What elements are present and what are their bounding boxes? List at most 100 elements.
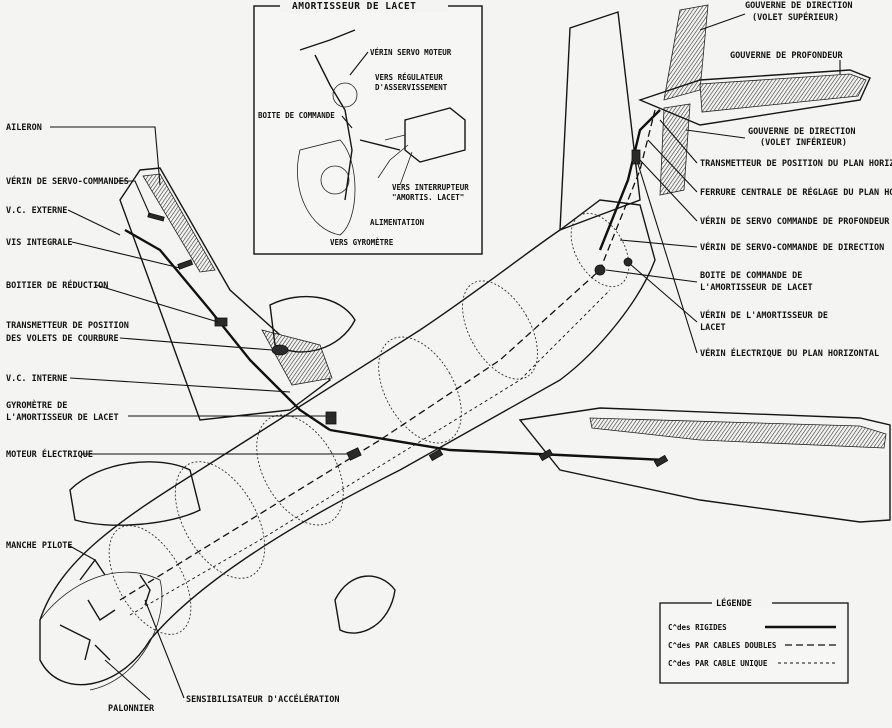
label-accel-sensor: SENSIBILISATEUR D'ACCÉLÉRATION [186,693,340,705]
inset-label-servo-motor: VÉRIN SERVO MOTEUR [370,48,452,57]
lead-accel-sensor [144,599,185,699]
left-wing [119,167,332,421]
frame-5 [462,280,538,380]
inset-title: AMORTISSEUR DE LACET [292,1,416,12]
label-yaw-jack-1: VÉRIN DE L'AMORTISSEUR DE [700,309,828,321]
inset-label-gyro: VERS GYROMÈTRE [330,238,394,247]
label-gyrometer-1: GYROMÈTRE DE [6,399,67,411]
label-flap-transmitter-1: TRANSMETTEUR DE POSITION [6,321,129,331]
inset-label-regulator-2: D'ASSERVISSEMENT [375,83,448,92]
label-vc-internal: V.C. INTERNE [6,374,67,384]
rudder-pedals [59,624,111,661]
stab-actuator [631,149,641,165]
lead-upper-rudder [699,13,746,31]
accel-sensor [139,574,151,606]
lead-stab-fitting [647,139,698,193]
electric-motor [346,447,362,461]
belly-fairing [334,575,396,634]
label-stab-transmitter: TRANSMETTEUR DE POSITION DU PLAN HORIZON… [700,159,892,169]
label-elevator: GOUVERNE DE PROFONDEUR [730,51,843,61]
lead-stab-actuator [637,163,698,354]
label-yaw-jack-2: LACET [700,323,726,333]
servo-actuator-b [538,448,554,462]
aileron-actuator [147,212,165,222]
inset-label-regulator-1: VERS RÉGULATEUR [375,73,443,82]
lead-screw [71,241,181,269]
lead-stab-transmitter [659,119,698,164]
control-column [79,558,116,621]
elevator [699,73,867,113]
label-rudder-pedals: PALONNIER [108,704,155,714]
flap-transmitter [271,344,289,356]
inset-cable [344,109,401,201]
fuselage [39,199,656,686]
lead-lower-rudder [685,129,746,139]
inset-lead-servo-motor [349,51,369,76]
legend-item-double: C^des PAR CABLES DOUBLES [668,641,777,650]
label-upper-rudder-2: (VOLET SUPÉRIEUR) [752,11,839,23]
servo-actuator-a [428,448,444,462]
nose-cone [39,571,163,691]
label-elevator-servo: VÉRIN DE SERVO COMMANDE DE PROFONDEUR [700,215,890,227]
gyrometer [325,411,337,425]
inset-frame [253,5,483,255]
lower-rudder [659,103,691,196]
yaw-damper-inset: AMORTISSEUR DE LACET VÉRIN SERVO MOTEUR … [253,0,483,255]
servo-actuator-c [653,454,669,468]
inset-lead-control-box [341,115,353,129]
yaw-damper-box [594,264,606,276]
right-labels: GOUVERNE DE DIRECTION (VOLET SUPÉRIEUR) … [605,1,892,359]
inset-label-switch-1: VERS INTERRUPTEUR [392,183,469,192]
lead-vc-external [67,209,121,236]
label-yaw-box-1: BOITE DE COMMANDE DE [700,271,802,281]
lead-yaw-jack [629,263,698,323]
legend-box [659,602,849,684]
frame-6 [570,212,630,288]
label-stab-fitting: FERRURE CENTRALE DE RÉGLAGE DU PLAN HORI… [700,186,892,198]
upper-engine-nacelle [269,295,356,353]
legend: LÉGENDE C^des RIGIDES C^des PAR CABLES D… [659,596,849,684]
frame-3 [256,414,344,526]
inset-label-switch-2: "AMORTIS. LACET" [392,193,464,202]
label-control-column: MANCHE PILOTE [6,541,73,551]
legend-item-single: C^des PAR CABLE UNIQUE [668,659,768,668]
legend-title: LÉGENDE [716,597,752,609]
screw-jack [177,259,194,270]
inset-pulley-mid [320,165,350,195]
left-labels: AILERON VÉRIN DE SERVO-COMMANDES V.C. EX… [6,123,348,561]
label-electric-motor: MOTEUR ÉLECTRIQUE [6,448,93,460]
right-wing [518,407,891,523]
frame-4 [378,336,462,444]
lower-engine-nacelle [69,461,201,526]
right-aileron [589,417,887,449]
inset-control-box [404,107,466,163]
label-flap-transmitter-2: DES VOLETS DE COURBURE [6,334,119,344]
lead-reduction-box [95,284,219,323]
frame-2 [174,461,266,579]
label-reduction-box: BOITIER DE RÉDUCTION [6,279,108,291]
lead-rudder-pedals [104,659,151,701]
inset-wires [377,134,413,186]
frame-1 [108,525,192,635]
lead-servo-actuator [118,180,151,216]
rigid-tail-run [598,109,661,251]
label-upper-rudder-1: GOUVERNE DE DIRECTION [745,1,852,11]
label-lower-rudder-1: GOUVERNE DE DIRECTION [748,127,855,137]
cable-single-main [129,289,611,616]
inset-title-bg [280,0,448,12]
inset-servo-linkage [299,29,356,111]
label-gyrometer-2: L'AMORTISSEUR DE LACET [6,413,119,423]
label-aileron: AILERON [6,123,42,133]
legend-title-bg [712,596,772,608]
lead-vc-internal [69,377,291,393]
bottom-labels: PALONNIER SENSIBILISATEUR D'ACCÉLÉRATION [104,599,340,714]
left-flap [261,329,333,386]
rigid-rightwing-run [329,428,666,462]
upper-rudder [663,4,709,101]
inset-pulley-top [332,82,358,108]
horizontal-stabilizer [638,69,871,126]
label-yaw-box-2: L'AMORTISSEUR DE LACET [700,283,813,293]
lead-rudder-servo [619,239,698,248]
